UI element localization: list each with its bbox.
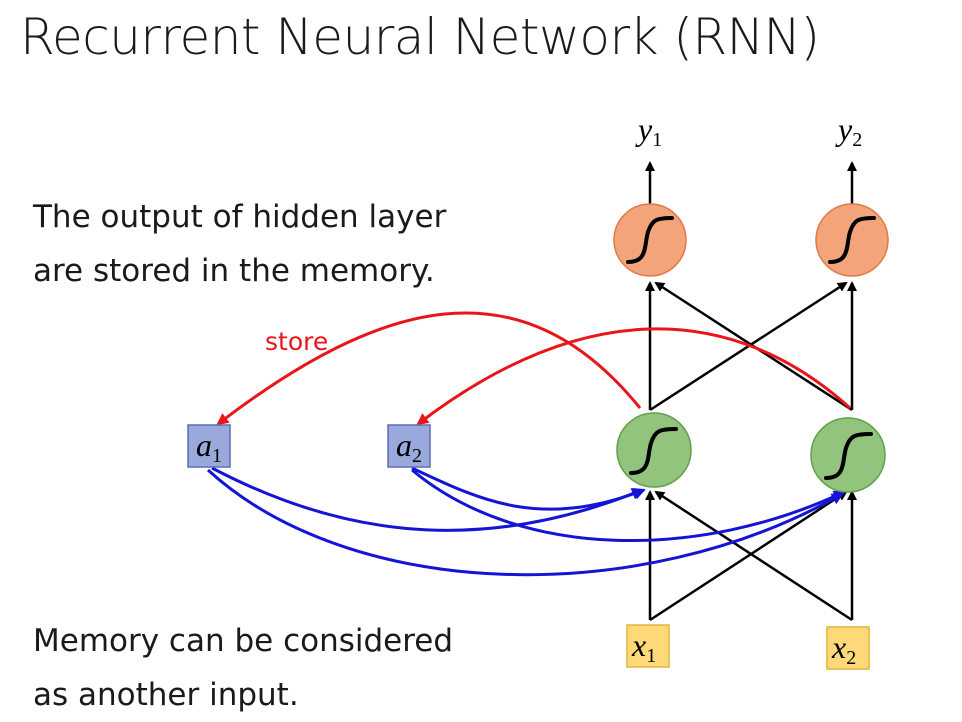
input-var: x xyxy=(831,629,846,665)
edge-x1-h2 xyxy=(649,490,848,622)
output-var: y xyxy=(635,111,653,147)
caption-line: as another input. xyxy=(33,677,299,713)
edge-x2-h1 xyxy=(654,490,853,622)
memory-to-hidden-edges xyxy=(206,466,846,577)
store-label: store xyxy=(265,327,328,356)
input-sub: 2 xyxy=(846,647,856,669)
input-x1: x1 xyxy=(626,624,670,668)
memory-cell-a1: a1 xyxy=(187,424,231,468)
svg-text:a1: a1 xyxy=(196,427,222,467)
edge-a1-h2 xyxy=(206,468,844,577)
edge-h1-o2 xyxy=(649,281,848,412)
caption-memory-stored: The output of hidden layer are stored in… xyxy=(33,190,446,298)
output-label-y1: y1 xyxy=(635,111,662,151)
caption-memory-as-input: Memory can be considered as another inpu… xyxy=(33,614,453,722)
hidden-neuron-2 xyxy=(810,417,886,493)
hidden-neuron-1 xyxy=(616,412,692,488)
sigmoid-icon xyxy=(626,216,674,264)
edge-a2-h1 xyxy=(411,466,646,511)
svg-text:a2: a2 xyxy=(396,427,422,467)
memory-sub: 1 xyxy=(212,445,222,467)
store-edges xyxy=(216,311,852,426)
svg-text:x1: x1 xyxy=(631,627,656,667)
caption-line: Memory can be considered xyxy=(33,623,454,659)
input-sub: 1 xyxy=(646,645,656,667)
memory-cell-a2: a2 xyxy=(387,424,431,468)
memory-var: a xyxy=(196,427,212,463)
output-label-y2: y2 xyxy=(835,111,862,151)
store-arrow-h1-a1 xyxy=(216,311,642,426)
output-edges xyxy=(645,161,857,205)
input-var: x xyxy=(631,627,646,663)
output-var: y xyxy=(835,111,853,147)
svg-text:x2: x2 xyxy=(831,629,856,669)
output-sub: 1 xyxy=(652,129,662,151)
sigmoid-icon xyxy=(824,432,873,480)
sigmoid-icon xyxy=(828,216,876,264)
caption-line: The output of hidden layer xyxy=(33,199,447,235)
sigmoid-icon xyxy=(629,427,678,475)
store-arrow-h2-a2 xyxy=(416,327,852,426)
edge-a1-h1 xyxy=(211,466,644,532)
input-x2: x2 xyxy=(826,626,870,670)
memory-var: a xyxy=(396,427,412,463)
memory-sub: 2 xyxy=(412,445,422,467)
page-title: Recurrent Neural Network (RNN) xyxy=(20,8,820,66)
input-to-hidden-edges xyxy=(645,490,857,622)
edge-a2-h2 xyxy=(411,468,846,543)
output-neuron-1 xyxy=(613,203,687,277)
output-sub: 2 xyxy=(852,129,862,151)
caption-line: are stored in the memory. xyxy=(33,253,435,289)
output-neuron-2 xyxy=(815,203,889,277)
